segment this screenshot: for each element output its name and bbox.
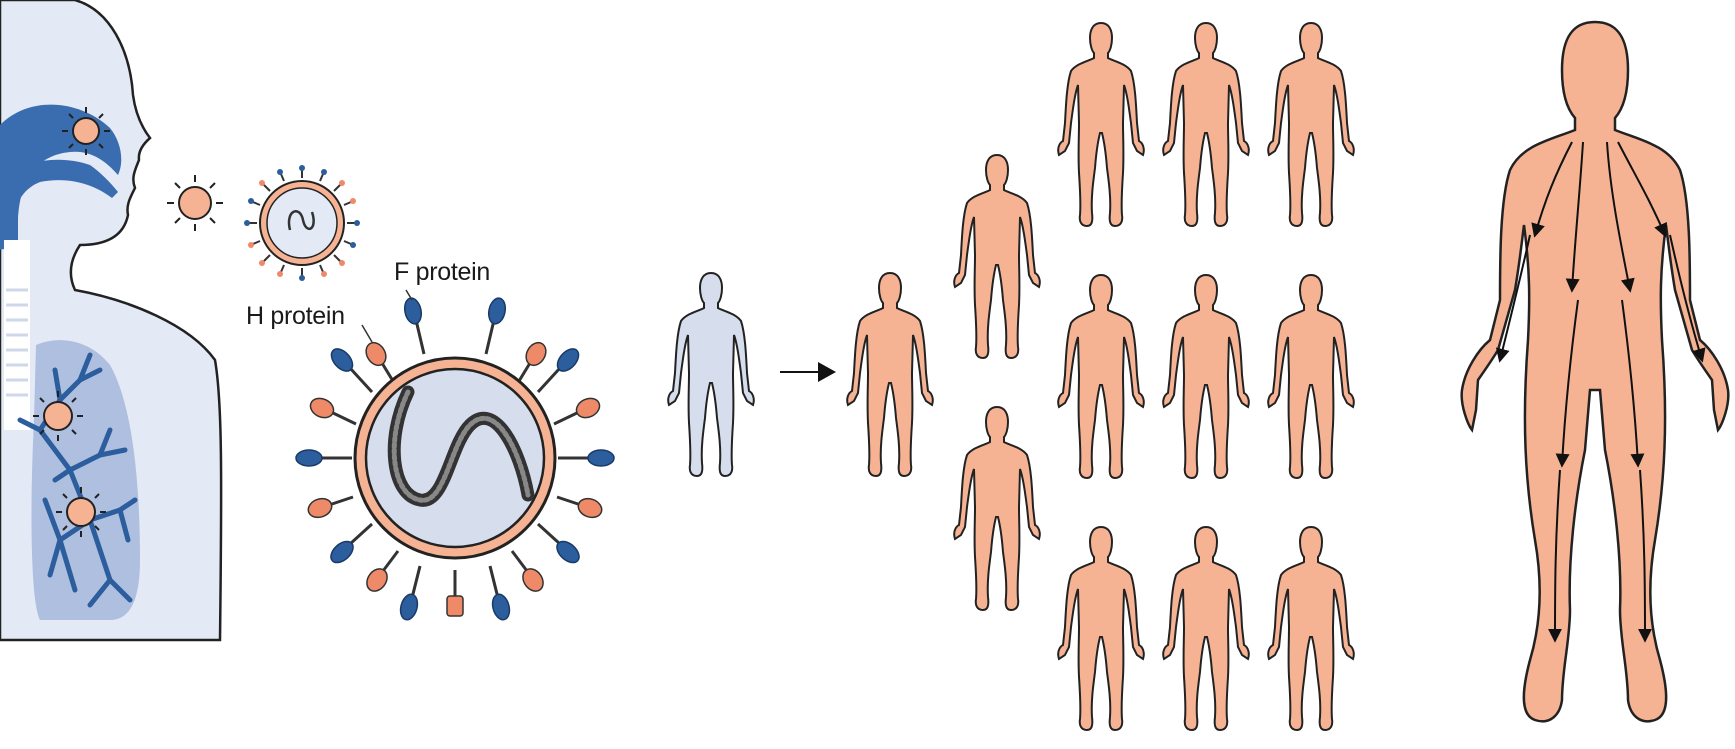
- label-leaders: [0, 0, 1735, 749]
